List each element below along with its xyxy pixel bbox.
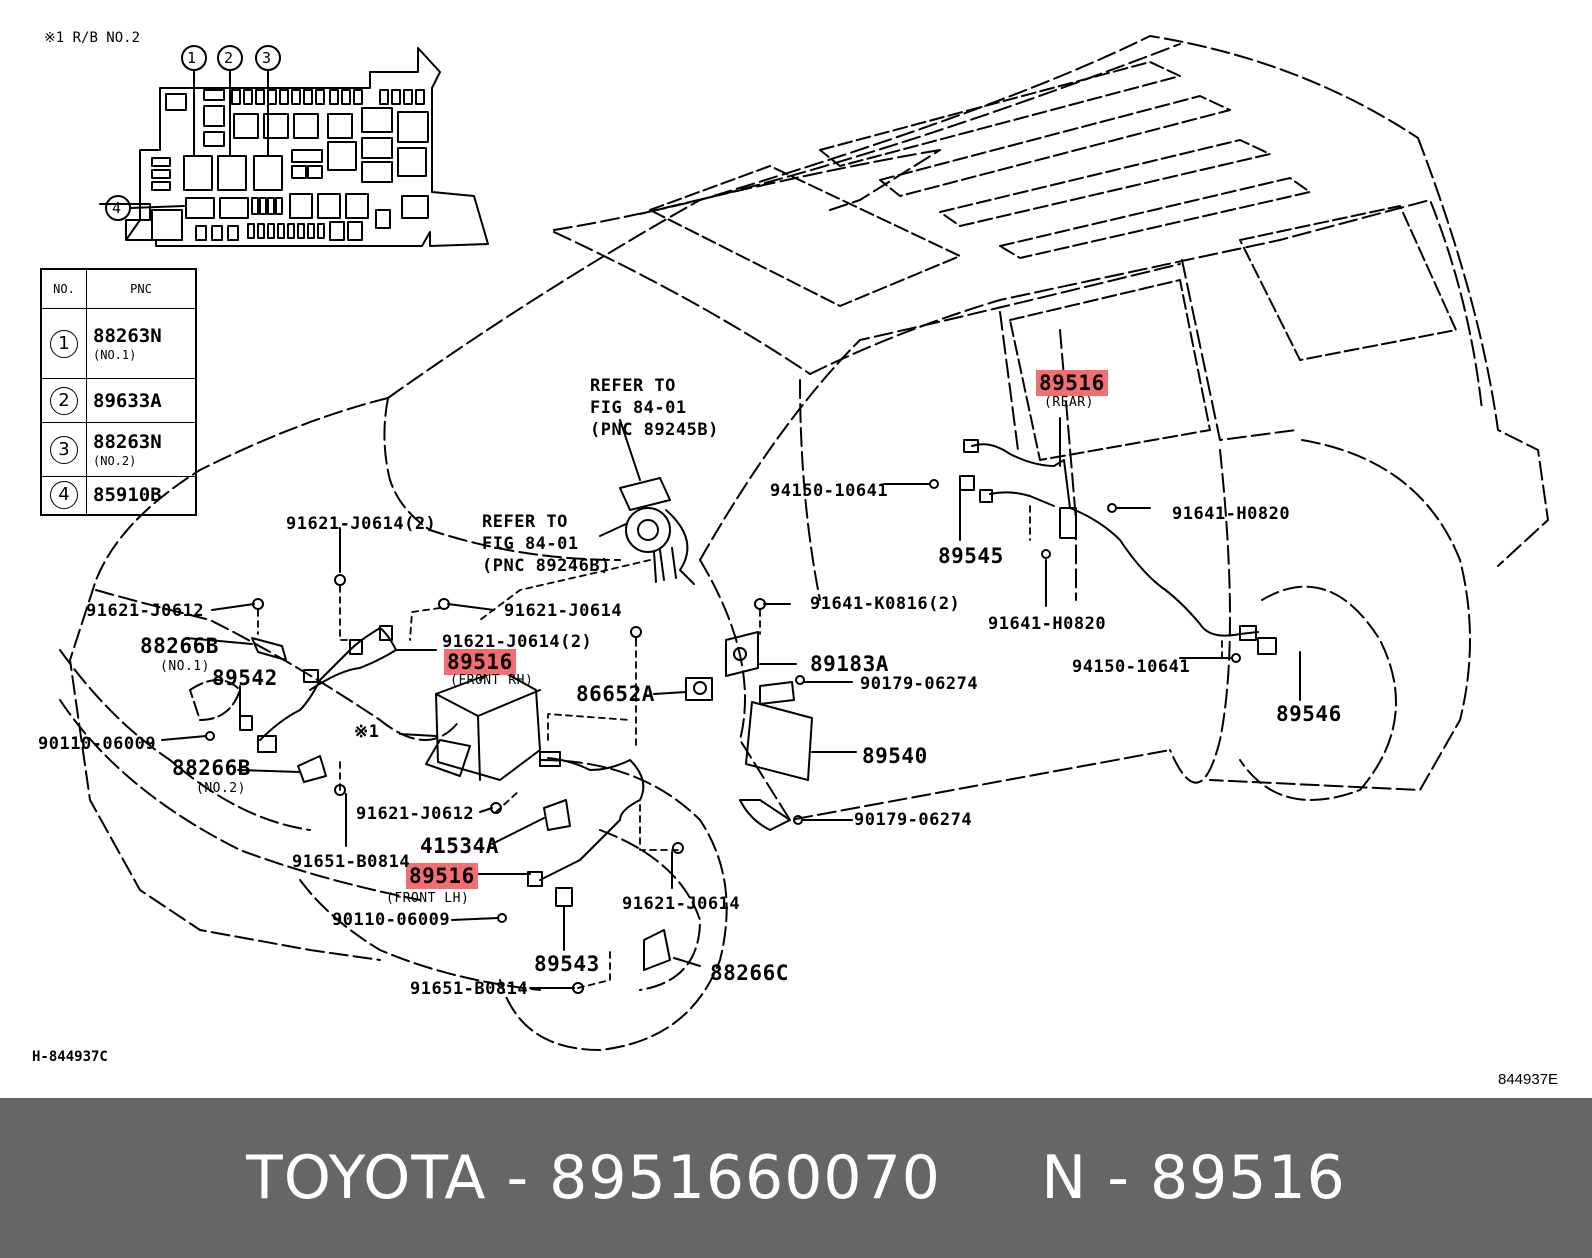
part-91621-j0612-b[interactable]: 91621-J0612 [356,804,475,824]
part-91621-j0612-a[interactable]: 91621-J0612 [86,601,205,621]
part-91641-h0820-b[interactable]: 91641-H0820 [988,614,1107,634]
refer-note-1-line3: (PNC 89245B) [590,420,719,440]
part-90110-06009-b[interactable]: 90110-06009 [332,910,451,930]
rb-circle-3: 3 [262,49,272,67]
refer-note-1-line2: FIG 84-01 [590,398,687,418]
table-header-pnc: PNC [86,268,197,309]
part-94150-10641-a[interactable]: 94150-10641 [770,481,889,501]
refer-note-2-line1: REFER TO [482,512,568,532]
part-90110-06009-a[interactable]: 90110-06009 [38,734,157,754]
part-89546[interactable]: 89546 [1276,702,1342,726]
figure-code-left: H-844937C [32,1049,108,1065]
part-91641-k0816[interactable]: 91641-K0816(2) [810,594,961,614]
table-row: 2 89633A [40,378,197,423]
part-89540[interactable]: 89540 [862,744,928,768]
part-89516-rear[interactable]: 89516 [1036,370,1108,396]
part-89516-front-rh-sub: (FRONT RH) [450,673,534,688]
row-sub: (NO.2) [93,454,137,468]
row-pnc[interactable]: 88263N [93,431,162,453]
table-row: 4 85910B [40,476,197,515]
refer-note-2-line2: FIG 84-01 [482,534,579,554]
part-91621-j0614-2-a[interactable]: 91621-J0614(2) [286,514,437,534]
footer-part-number: TOYOTA - 8951660070 N - 89516 [246,1143,1346,1213]
row-pnc[interactable]: 89633A [93,389,162,412]
table-header-no: NO. [40,268,87,309]
part-89545[interactable]: 89545 [938,544,1004,568]
rb-circle-2: 2 [224,49,234,67]
part-89543[interactable]: 89543 [534,952,600,976]
part-88266c[interactable]: 88266C [710,961,789,985]
refer-note-2-line3: (PNC 89246B) [482,556,611,576]
part-41534a[interactable]: 41534A [420,834,499,858]
part-89183a[interactable]: 89183A [810,652,889,676]
footer-bar: TOYOTA - 8951660070 N - 89516 [0,1098,1592,1258]
rb-circle-4: 4 [112,199,122,217]
part-89516-front-lh[interactable]: 89516 [406,863,478,889]
part-91621-j0614-2-b[interactable]: 91621-J0614(2) [442,632,593,652]
pnc-table: NO. PNC 1 88263N(NO.1) 2 89633A 3 88263N… [40,268,197,516]
part-88266b-no1[interactable]: 88266B [140,634,219,658]
part-89542[interactable]: 89542 [212,666,278,690]
part-88266b-no2[interactable]: 88266B [172,756,251,780]
part-90179-06274-b[interactable]: 90179-06274 [854,810,973,830]
row-sub: (NO.1) [93,348,137,362]
part-89516-front-rh[interactable]: 89516 [444,649,516,675]
row-pnc[interactable]: 88263N [93,325,162,347]
table-row: 3 88263N(NO.2) [40,422,197,477]
figure-code-right: 844937E [1498,1071,1559,1088]
part-91651-b0814-a[interactable]: 91651-B0814 [292,852,411,872]
vehicle-body-outline [59,35,1549,1051]
part-91651-b0814-b[interactable]: 91651-B0814 [410,979,529,999]
part-91641-h0820-a[interactable]: 91641-H0820 [1172,504,1291,524]
part-94150-10641-b[interactable]: 94150-10641 [1072,657,1191,677]
row-pnc[interactable]: 85910B [93,484,162,507]
part-91621-j0614-a[interactable]: 91621-J0614 [504,601,623,621]
part-88266b-no1-sub: (NO.1) [160,659,210,674]
part-90179-06274-a[interactable]: 90179-06274 [860,674,979,694]
row-no: 2 [50,386,78,415]
vehicle-line-drawing [59,35,1549,1051]
rb-circle-1: 1 [187,49,197,67]
battery-note-x1: ※1 [354,722,380,742]
relay-block-drawing [99,45,489,247]
row-no: 4 [50,481,78,510]
parts-diagram: ※1 R/B NO.2 1 2 3 4 NO. PNC 1 88263N(NO.… [32,30,1559,1088]
part-89516-rear-sub: (REAR) [1044,395,1094,410]
part-86652a[interactable]: 86652A [576,682,655,706]
part-89516-front-lh-sub: (FRONT LH) [386,891,470,906]
part-88266b-no2-sub: (NO.2) [196,781,246,796]
refer-note-1-line1: REFER TO [590,376,676,396]
row-no: 1 [50,329,78,358]
table-header-row: NO. PNC [40,268,197,309]
part-91621-j0614-b[interactable]: 91621-J0614 [622,894,741,914]
table-row: 1 88263N(NO.1) [40,308,197,379]
rb-note: ※1 R/B NO.2 [44,30,141,46]
row-no: 3 [50,435,78,464]
